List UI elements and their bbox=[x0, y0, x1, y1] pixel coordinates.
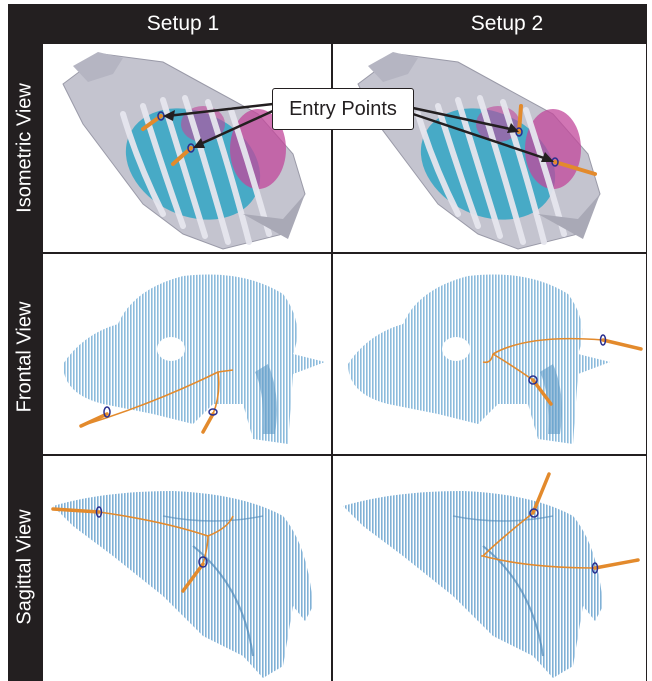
frame-right-border bbox=[646, 4, 647, 681]
sagittal-setup-2-render bbox=[333, 456, 646, 681]
grid-horizontal-divider-2 bbox=[43, 454, 646, 456]
sagittal-setup-1-render bbox=[43, 456, 331, 681]
row-title-isometric: Isometric View bbox=[14, 83, 37, 213]
row-title-frontal: Frontal View bbox=[14, 302, 37, 413]
frontal-setup-2-panel bbox=[333, 254, 646, 454]
isometric-setup-1-panel bbox=[43, 44, 331, 252]
frontal-setup-1-panel bbox=[43, 254, 331, 454]
grid-horizontal-divider-1 bbox=[43, 252, 646, 254]
grid-vertical-divider bbox=[331, 44, 333, 681]
isometric-setup-1-render bbox=[43, 44, 331, 252]
entry-points-callout: Entry Points bbox=[272, 88, 414, 130]
row-title-sagittal: Sagittal View bbox=[14, 509, 37, 624]
sagittal-setup-1-panel bbox=[43, 456, 331, 681]
isometric-setup-2-panel bbox=[333, 44, 646, 252]
column-title-setup-2: Setup 2 bbox=[367, 4, 647, 44]
frontal-setup-1-render bbox=[43, 254, 331, 454]
header-bar: Setup 1 Setup 2 bbox=[8, 4, 646, 44]
column-title-setup-1: Setup 1 bbox=[43, 4, 323, 44]
sagittal-setup-2-panel bbox=[333, 456, 646, 681]
isometric-setup-2-render bbox=[333, 44, 646, 252]
frontal-setup-2-render bbox=[333, 254, 646, 454]
side-bar: Isometric View Frontal View Sagittal Vie… bbox=[8, 44, 43, 681]
